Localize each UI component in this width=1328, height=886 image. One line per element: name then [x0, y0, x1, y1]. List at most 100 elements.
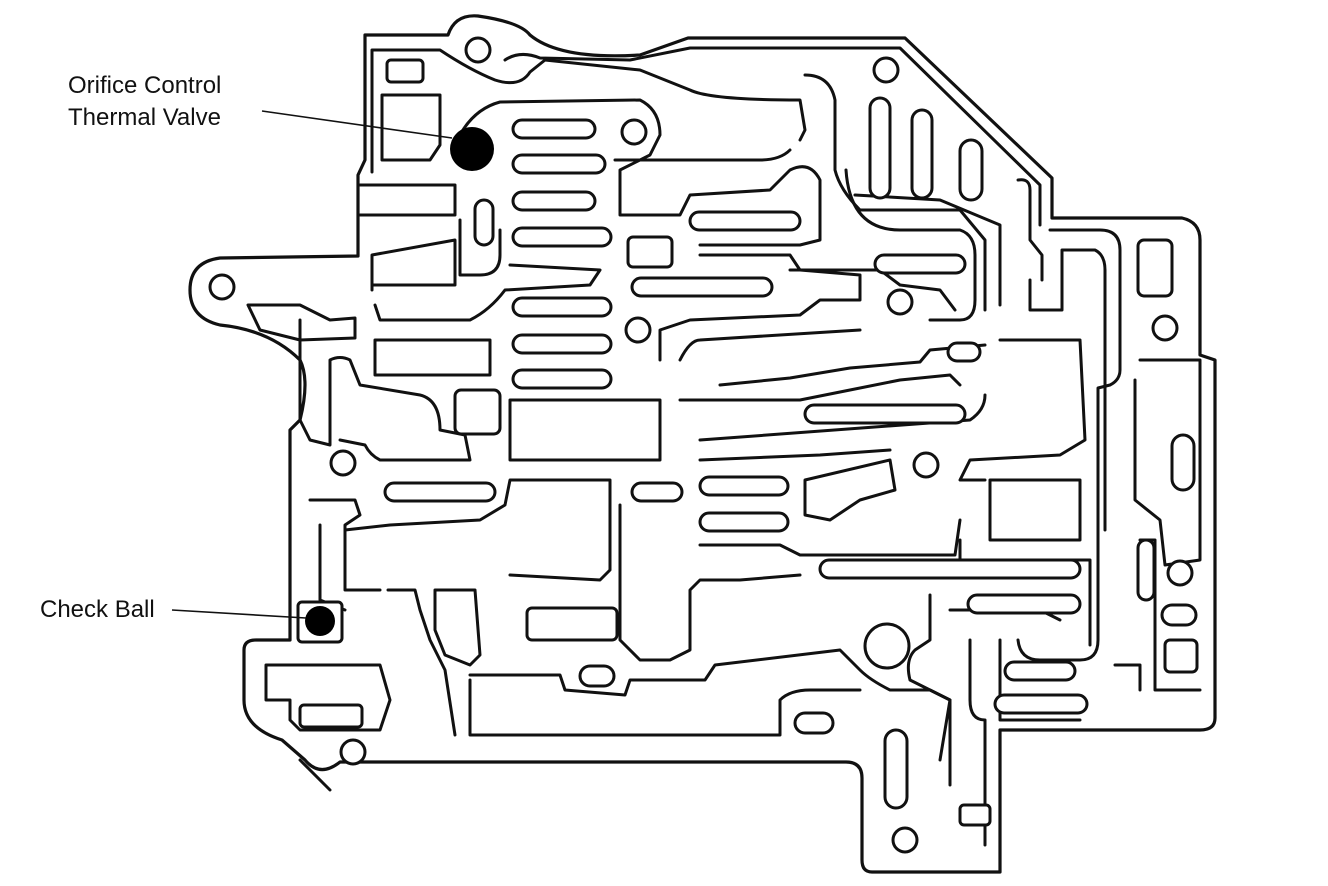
slot [698, 511, 790, 533]
slot [946, 341, 982, 363]
passage [968, 638, 987, 847]
check-ball-label-text: Check Ball [40, 596, 155, 623]
passage [998, 638, 1082, 722]
passage [308, 498, 382, 592]
hole [912, 451, 940, 479]
passage [678, 373, 962, 402]
orifice-control-label-line1: Orifice Control [68, 72, 222, 99]
passage [803, 458, 897, 522]
slot [383, 481, 497, 503]
check-ball-label: Check Ball [40, 594, 155, 626]
passage [468, 648, 952, 762]
orifice-control-label-line2: Thermal Valve [68, 104, 221, 131]
passage [380, 93, 442, 162]
slot [868, 96, 892, 200]
passage [298, 318, 472, 462]
passage [373, 263, 602, 322]
slot [298, 703, 364, 729]
passage [698, 393, 987, 442]
slot [511, 190, 597, 212]
passage [658, 253, 862, 362]
passage [1028, 248, 1107, 532]
passage [1016, 228, 1122, 662]
orifice-control-thermal-valve-ball [450, 127, 494, 171]
passage [698, 448, 892, 462]
hole [1151, 314, 1179, 342]
hole [891, 826, 919, 854]
slot [453, 388, 502, 436]
passage [1113, 663, 1142, 692]
slot [698, 475, 790, 497]
passage [718, 343, 987, 387]
slot [818, 558, 1082, 580]
slot [630, 481, 684, 503]
slot [883, 728, 909, 810]
passage [508, 398, 662, 462]
passage [264, 663, 392, 732]
hole [208, 273, 236, 301]
plate-outline [188, 14, 1217, 874]
slot [525, 606, 619, 642]
orifice-leader-line [261, 110, 453, 139]
passage [318, 523, 347, 612]
passage [906, 593, 952, 787]
passage [1016, 178, 1044, 282]
passage [246, 303, 357, 342]
passage [788, 268, 957, 312]
hole [863, 622, 911, 670]
passage [370, 48, 807, 174]
slot [473, 198, 495, 247]
slot [1136, 238, 1174, 298]
slot [1170, 433, 1196, 492]
passage [468, 678, 862, 737]
passage [373, 338, 492, 377]
passage [803, 73, 987, 312]
slot [803, 403, 967, 425]
hole [464, 36, 492, 64]
fluid-passages [246, 46, 1202, 847]
passage [958, 538, 1092, 647]
orifice-control-label: Orifice Control Thermal Valve [68, 70, 221, 134]
slot [630, 276, 774, 298]
passage [698, 518, 962, 557]
slot [1136, 538, 1156, 602]
passage [343, 478, 612, 582]
slot [1163, 638, 1199, 674]
passage [678, 328, 862, 362]
slot [910, 108, 934, 200]
slot [1160, 603, 1198, 627]
slot [626, 235, 674, 269]
slot [1003, 660, 1077, 682]
passage [503, 46, 1042, 227]
passage [453, 98, 822, 247]
passage [613, 148, 792, 162]
slot [511, 296, 613, 318]
hole [329, 449, 357, 477]
slot [958, 803, 992, 827]
passage [1133, 358, 1202, 567]
passage [386, 588, 457, 737]
hole [1166, 559, 1194, 587]
passage [958, 338, 1087, 482]
passage [853, 193, 1002, 307]
slot [511, 118, 597, 140]
passage [358, 183, 457, 217]
slot [511, 333, 613, 355]
passage [370, 238, 457, 292]
passage [433, 588, 482, 667]
hole [624, 316, 652, 344]
slot [511, 368, 613, 390]
slot [511, 226, 613, 248]
passage [458, 218, 502, 277]
slot [873, 253, 967, 275]
hole [886, 288, 914, 316]
check-ball [305, 606, 335, 636]
slot [993, 693, 1089, 715]
hole [872, 56, 900, 84]
passage [298, 758, 332, 792]
slot [688, 210, 802, 232]
slot [385, 58, 425, 84]
slot [511, 153, 607, 175]
slot [966, 593, 1082, 615]
